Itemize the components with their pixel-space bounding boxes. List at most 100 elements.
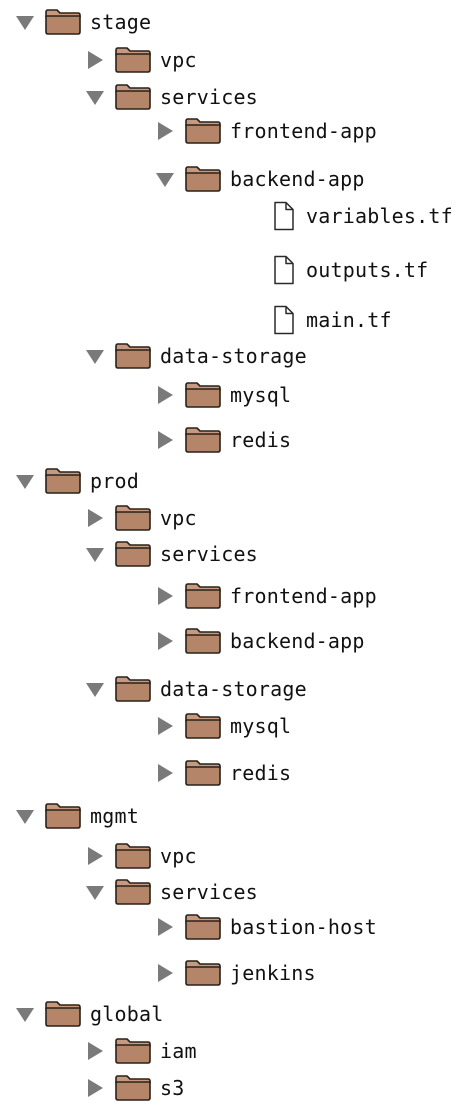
expanded-arrow-icon[interactable] [14, 470, 36, 492]
expanded-arrow-icon[interactable] [84, 86, 106, 108]
folder-item-prod[interactable]: prod [14, 463, 139, 499]
folder-label: stage [90, 10, 152, 34]
folder-item-redis[interactable]: redis [154, 755, 291, 791]
folder-item-vpc[interactable]: vpc [84, 42, 197, 78]
folder-icon [184, 117, 222, 145]
folder-item-frontend-app[interactable]: frontend-app [154, 113, 377, 149]
collapsed-arrow-icon[interactable] [154, 585, 176, 607]
collapsed-arrow-icon[interactable] [84, 507, 106, 529]
folder-label: vpc [160, 844, 197, 868]
folder-icon [184, 959, 222, 987]
collapsed-arrow-icon[interactable] [154, 384, 176, 406]
folder-icon [114, 504, 152, 532]
folder-icon [114, 1074, 152, 1102]
folder-item-mysql[interactable]: mysql [154, 708, 291, 744]
folder-label: services [160, 542, 258, 566]
folder-icon [114, 1037, 152, 1065]
collapsed-arrow-icon[interactable] [154, 120, 176, 142]
folder-label: mysql [230, 383, 292, 407]
file-item-main-tf[interactable]: main.tf [272, 302, 392, 338]
folder-item-vpc[interactable]: vpc [84, 838, 197, 874]
folder-icon [114, 878, 152, 906]
folder-icon [184, 426, 222, 454]
folder-label: backend-app [230, 167, 365, 191]
folder-icon [114, 83, 152, 111]
folder-icon [44, 802, 82, 830]
folder-label: bastion-host [230, 915, 377, 939]
folder-icon [44, 1000, 82, 1028]
folder-label: redis [230, 428, 292, 452]
folder-label: services [160, 85, 258, 109]
folder-item-vpc[interactable]: vpc [84, 500, 197, 536]
expanded-arrow-icon[interactable] [84, 678, 106, 700]
file-item-outputs-tf[interactable]: outputs.tf [272, 252, 428, 288]
folder-label: vpc [160, 506, 197, 530]
folder-icon [184, 381, 222, 409]
folder-icon [114, 540, 152, 568]
folder-label: frontend-app [230, 119, 377, 143]
expanded-arrow-icon[interactable] [14, 1003, 36, 1025]
folder-icon [114, 675, 152, 703]
folder-label: backend-app [230, 629, 365, 653]
folder-item-backend-app[interactable]: backend-app [154, 161, 365, 197]
folder-item-services[interactable]: services [84, 79, 258, 115]
folder-item-global[interactable]: global [14, 996, 163, 1032]
expanded-arrow-icon[interactable] [84, 345, 106, 367]
expanded-arrow-icon[interactable] [154, 168, 176, 190]
folder-item-mysql[interactable]: mysql [154, 377, 291, 413]
collapsed-arrow-icon[interactable] [154, 916, 176, 938]
collapsed-arrow-icon[interactable] [84, 845, 106, 867]
folder-icon [184, 712, 222, 740]
file-label: outputs.tf [306, 258, 429, 282]
folder-item-mgmt[interactable]: mgmt [14, 798, 139, 834]
folder-item-jenkins[interactable]: jenkins [154, 955, 316, 991]
folder-item-stage[interactable]: stage [14, 4, 151, 40]
folder-label: mysql [230, 714, 292, 738]
folder-label: global [90, 1002, 164, 1026]
collapsed-arrow-icon[interactable] [84, 1040, 106, 1062]
folder-label: frontend-app [230, 584, 377, 608]
folder-item-services[interactable]: services [84, 536, 258, 572]
folder-item-data-storage[interactable]: data-storage [84, 338, 307, 374]
folder-label: iam [160, 1039, 197, 1063]
folder-icon [184, 913, 222, 941]
folder-label: s3 [160, 1076, 185, 1100]
folder-item-s3[interactable]: s3 [84, 1070, 184, 1106]
collapsed-arrow-icon[interactable] [154, 715, 176, 737]
folder-item-backend-app[interactable]: backend-app [154, 623, 365, 659]
folder-label: data-storage [160, 344, 307, 368]
folder-icon [184, 582, 222, 610]
expanded-arrow-icon[interactable] [84, 543, 106, 565]
collapsed-arrow-icon[interactable] [154, 762, 176, 784]
folder-label: data-storage [160, 677, 307, 701]
collapsed-arrow-icon[interactable] [154, 962, 176, 984]
folder-item-redis[interactable]: redis [154, 422, 291, 458]
collapsed-arrow-icon[interactable] [154, 429, 176, 451]
folder-icon [184, 627, 222, 655]
collapsed-arrow-icon[interactable] [84, 1077, 106, 1099]
folder-item-data-storage[interactable]: data-storage [84, 671, 307, 707]
file-icon [272, 255, 296, 285]
expanded-arrow-icon[interactable] [84, 881, 106, 903]
folder-item-iam[interactable]: iam [84, 1033, 197, 1069]
file-icon [272, 201, 296, 231]
folder-icon [184, 759, 222, 787]
collapsed-arrow-icon[interactable] [154, 630, 176, 652]
folder-icon [184, 165, 222, 193]
folder-item-frontend-app[interactable]: frontend-app [154, 578, 377, 614]
folder-item-bastion-host[interactable]: bastion-host [154, 909, 377, 945]
folder-item-services[interactable]: services [84, 874, 258, 910]
folder-label: mgmt [90, 804, 139, 828]
folder-label: services [160, 880, 258, 904]
folder-label: redis [230, 761, 292, 785]
folder-label: prod [90, 469, 139, 493]
expanded-arrow-icon[interactable] [14, 11, 36, 33]
file-icon [272, 305, 296, 335]
folder-icon [114, 342, 152, 370]
folder-icon [114, 46, 152, 74]
file-label: main.tf [306, 308, 392, 332]
collapsed-arrow-icon[interactable] [84, 49, 106, 71]
expanded-arrow-icon[interactable] [14, 805, 36, 827]
file-item-variables-tf[interactable]: variables.tf [272, 198, 453, 234]
